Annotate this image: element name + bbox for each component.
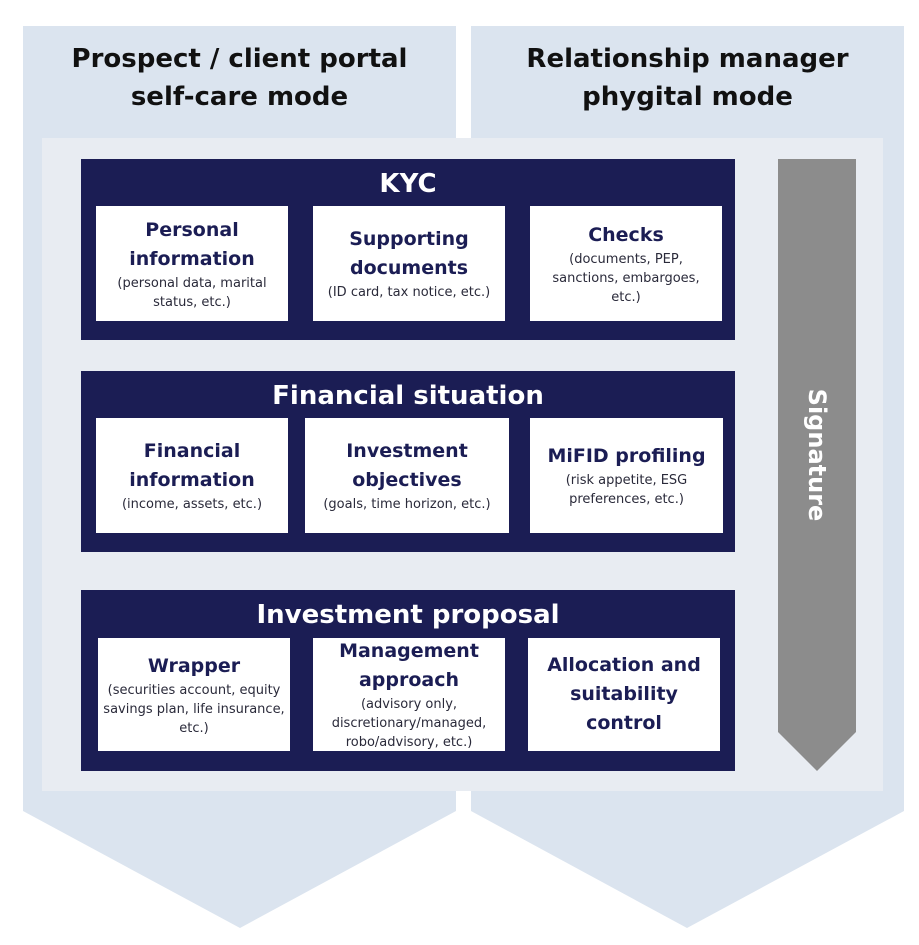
card-title: Checks [588,223,664,246]
right-title-line2: phygital mode [582,82,793,112]
card-investment-objectives: Investment objectives (goals, time horiz… [305,418,509,533]
card-title: Allocation and suitability control [547,654,701,734]
section-kyc: KYC Personal information (personal data,… [81,159,735,340]
card-title: Management approach [339,640,479,691]
card-allocation-suitability: Allocation and suitability control [528,638,720,751]
card-desc: (income, assets, etc.) [121,497,263,512]
card-title: MiFID profiling [547,445,706,467]
signature-label: Signature [803,388,831,522]
card-personal-information: Personal information (personal data, mar… [96,206,288,321]
card-desc: (personal data, marital status, etc.) [117,275,267,310]
section-investment-proposal: Investment proposal Wrapper (securities … [81,590,735,771]
card-title: Personal information [129,218,255,270]
card-title: Investment objectives [346,440,468,491]
card-title: Financial information [129,440,255,491]
card-desc: (documents, PEP, sanctions, embargoes, e… [552,251,700,305]
card-title: Supporting documents [349,228,469,279]
card-supporting-documents: Supporting documents (ID card, tax notic… [313,206,505,321]
section-title: Financial situation [272,381,544,411]
card-mifid-profiling: MiFID profiling (risk appetite, ESG pref… [530,418,723,533]
section-financial-situation: Financial situation Financial informatio… [81,371,735,552]
card-checks: Checks (documents, PEP, sanctions, embar… [530,206,722,321]
card-desc: (advisory only, discretionary/managed, r… [331,697,487,750]
card-financial-information: Financial information (income, assets, e… [96,418,288,533]
card-management-approach: Management approach (advisory only, disc… [313,638,505,751]
section-title: KYC [379,169,437,199]
card-title: Wrapper [147,654,241,677]
card-desc: (ID card, tax notice, etc.) [327,285,491,300]
right-column-title: Relationship manager phygital mode [471,40,904,116]
right-title-line1: Relationship manager [526,44,849,74]
left-column-title: Prospect / client portal self-care mode [23,40,456,116]
card-desc: (goals, time horizon, etc.) [323,497,491,512]
card-desc: (risk appetite, ESG preferences, etc.) [565,473,688,507]
left-title-line1: Prospect / client portal [71,44,408,74]
left-title-line2: self-care mode [130,82,349,112]
card-desc: (securities account, equity savings plan… [103,682,285,736]
card-wrapper: Wrapper (securities account, equity savi… [98,638,290,751]
signature-arrow [778,159,856,771]
section-title: Investment proposal [256,600,560,630]
